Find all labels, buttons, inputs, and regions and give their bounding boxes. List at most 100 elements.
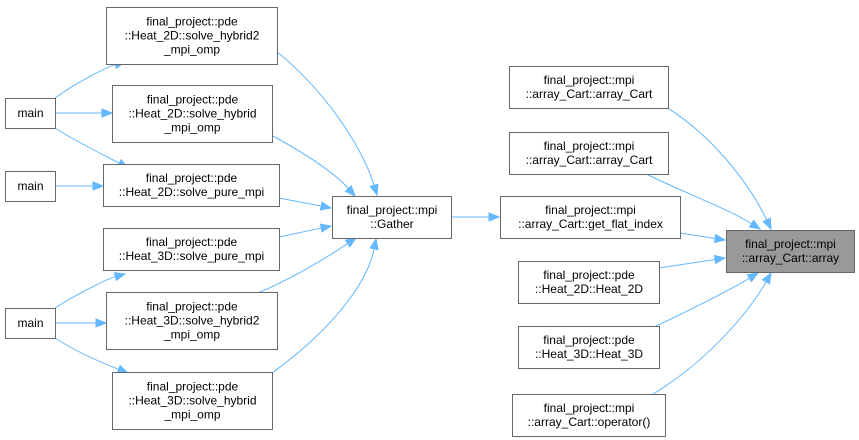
arrowhead-icon <box>344 184 356 198</box>
node-label-line: ::Heat_3D::solve_hybrid <box>128 394 256 408</box>
node-label-line: ::Gather <box>370 217 413 231</box>
arrowhead-icon <box>748 219 762 230</box>
node-label-line: final_project::pde <box>543 333 635 347</box>
edge-h3d_hybrid2-to-gather <box>257 237 358 294</box>
node-label-line: final_project::pde <box>543 268 635 282</box>
node-gather[interactable]: final_project::mpi::Gather <box>332 196 452 239</box>
nodes-layer: mainmainmainfinal_project::pde::Heat_2D:… <box>5 7 855 437</box>
arrowhead-icon <box>713 254 727 265</box>
node-label-line: ::array_Cart::array <box>742 251 839 265</box>
node-label-line: final_project::pde <box>146 171 238 185</box>
node-label-line: final_project::mpi <box>545 203 636 217</box>
edge-h3d_hybrid-to-gather <box>261 237 379 381</box>
node-box[interactable] <box>103 164 280 207</box>
arrowhead-icon <box>95 318 108 328</box>
edge-line <box>54 64 116 99</box>
node-label-line: ::array_Cart::operator() <box>528 415 651 429</box>
node-box[interactable] <box>103 228 280 271</box>
node-label-line: main <box>17 316 43 330</box>
edges-layer <box>54 39 772 397</box>
node-h3d_hybrid[interactable]: final_project::pde::Heat_3D::solve_hybri… <box>112 372 273 430</box>
edge-h3d_pure-to-gather <box>278 223 333 238</box>
node-heat3d[interactable]: final_project::pde::Heat_3D::Heat_3D <box>518 326 660 369</box>
arrowhead-icon <box>101 108 114 118</box>
node-h2d_hybrid[interactable]: final_project::pde::Heat_2D::solve_hybri… <box>112 85 273 143</box>
node-box[interactable] <box>332 196 452 239</box>
node-box[interactable] <box>518 326 660 369</box>
arrowhead-icon <box>113 272 127 282</box>
node-box[interactable] <box>509 66 669 109</box>
node-label-line: ::array_Cart::get_flat_index <box>518 217 663 231</box>
edge-line <box>261 248 375 381</box>
node-label-line: _mpi_omp <box>163 43 220 57</box>
node-array: final_project::mpi::array_Cart::array <box>726 230 855 273</box>
arrowhead-icon <box>488 212 501 222</box>
node-ac1[interactable]: final_project::mpi::array_Cart::array_Ca… <box>509 66 669 109</box>
arrowhead-icon <box>746 272 760 283</box>
edge-line <box>54 276 116 309</box>
node-box[interactable] <box>509 132 669 175</box>
node-box[interactable] <box>112 372 273 430</box>
node-label-line: final_project::pde <box>146 235 238 249</box>
node-label-line: final_project::mpi <box>544 401 635 415</box>
node-label-line: _mpi_omp <box>163 328 220 342</box>
edge-line <box>261 39 375 186</box>
node-box[interactable] <box>106 7 278 65</box>
edge-line <box>54 127 120 164</box>
arrowhead-icon <box>369 237 379 251</box>
edge-line <box>54 337 119 370</box>
node-main3[interactable]: main <box>5 308 56 339</box>
node-label-line: final_project::pde <box>146 300 238 314</box>
node-label-line: ::array_Cart::array_Cart <box>526 153 653 167</box>
node-main1[interactable]: main <box>5 98 56 129</box>
node-label-line: ::Heat_2D::solve_hybrid <box>128 107 256 121</box>
node-label-line: ::Heat_3D::solve_hybrid2 <box>125 314 260 328</box>
node-label-line: final_project::pde <box>146 15 238 29</box>
node-op[interactable]: final_project::mpi::array_Cart::operator… <box>512 394 666 437</box>
node-box[interactable] <box>5 171 56 202</box>
edge-gather-to-get_flat <box>451 212 501 222</box>
node-h2d_pure[interactable]: final_project::pde::Heat_2D::solve_pure_… <box>103 164 280 207</box>
arrowhead-icon <box>762 217 772 231</box>
edge-op-to-array <box>649 271 772 397</box>
edge-line <box>647 174 752 225</box>
node-h2d_hybrid2[interactable]: final_project::pde::Heat_2D::solve_hybri… <box>106 7 278 65</box>
edge-line <box>257 243 348 294</box>
edge-line <box>647 277 750 331</box>
node-label-line: main <box>17 106 43 120</box>
edge-line <box>653 99 768 221</box>
node-box[interactable] <box>106 292 278 350</box>
node-label-line: ::Heat_3D::solve_pure_mpi <box>119 249 264 263</box>
edge-main2-to-h2d_pure <box>55 181 105 191</box>
node-h3d_hybrid2[interactable]: final_project::pde::Heat_3D::solve_hybri… <box>106 292 278 350</box>
arrowhead-icon <box>761 271 772 285</box>
edge-line <box>679 232 716 239</box>
node-h3d_pure[interactable]: final_project::pde::Heat_3D::solve_pure_… <box>103 228 280 271</box>
edge-line <box>658 259 716 269</box>
node-heat2d[interactable]: final_project::pde::Heat_2D::Heat_2D <box>518 261 660 304</box>
node-label-line: ::Heat_3D::Heat_3D <box>535 347 643 361</box>
node-box[interactable] <box>500 196 681 239</box>
arrowhead-icon <box>116 364 130 374</box>
node-label-line: final_project::pde <box>147 380 239 394</box>
node-get_flat[interactable]: final_project::mpi::array_Cart::get_flat… <box>500 196 681 239</box>
edge-main3-to-h3d_hybrid2 <box>55 318 108 328</box>
edge-ac2-to-array <box>647 174 762 230</box>
arrowhead-icon <box>713 233 727 244</box>
node-label-line: final_project::mpi <box>745 237 836 251</box>
arrowhead-icon <box>319 201 333 211</box>
node-box[interactable] <box>512 394 666 437</box>
arrowhead-icon <box>92 181 105 191</box>
arrowhead-icon <box>344 237 358 248</box>
edge-line <box>278 197 322 207</box>
edge-heat3d-to-array <box>647 272 760 331</box>
node-box[interactable] <box>518 261 660 304</box>
node-box[interactable] <box>112 85 273 143</box>
node-box[interactable] <box>5 98 56 129</box>
node-ac2[interactable]: final_project::mpi::array_Cart::array_Ca… <box>509 132 669 175</box>
node-label-line: final_project::mpi <box>347 203 438 217</box>
node-box[interactable] <box>5 308 56 339</box>
node-main2[interactable]: main <box>5 171 56 202</box>
edge-ac1-to-array <box>653 99 772 231</box>
arrowhead-icon <box>369 183 379 197</box>
